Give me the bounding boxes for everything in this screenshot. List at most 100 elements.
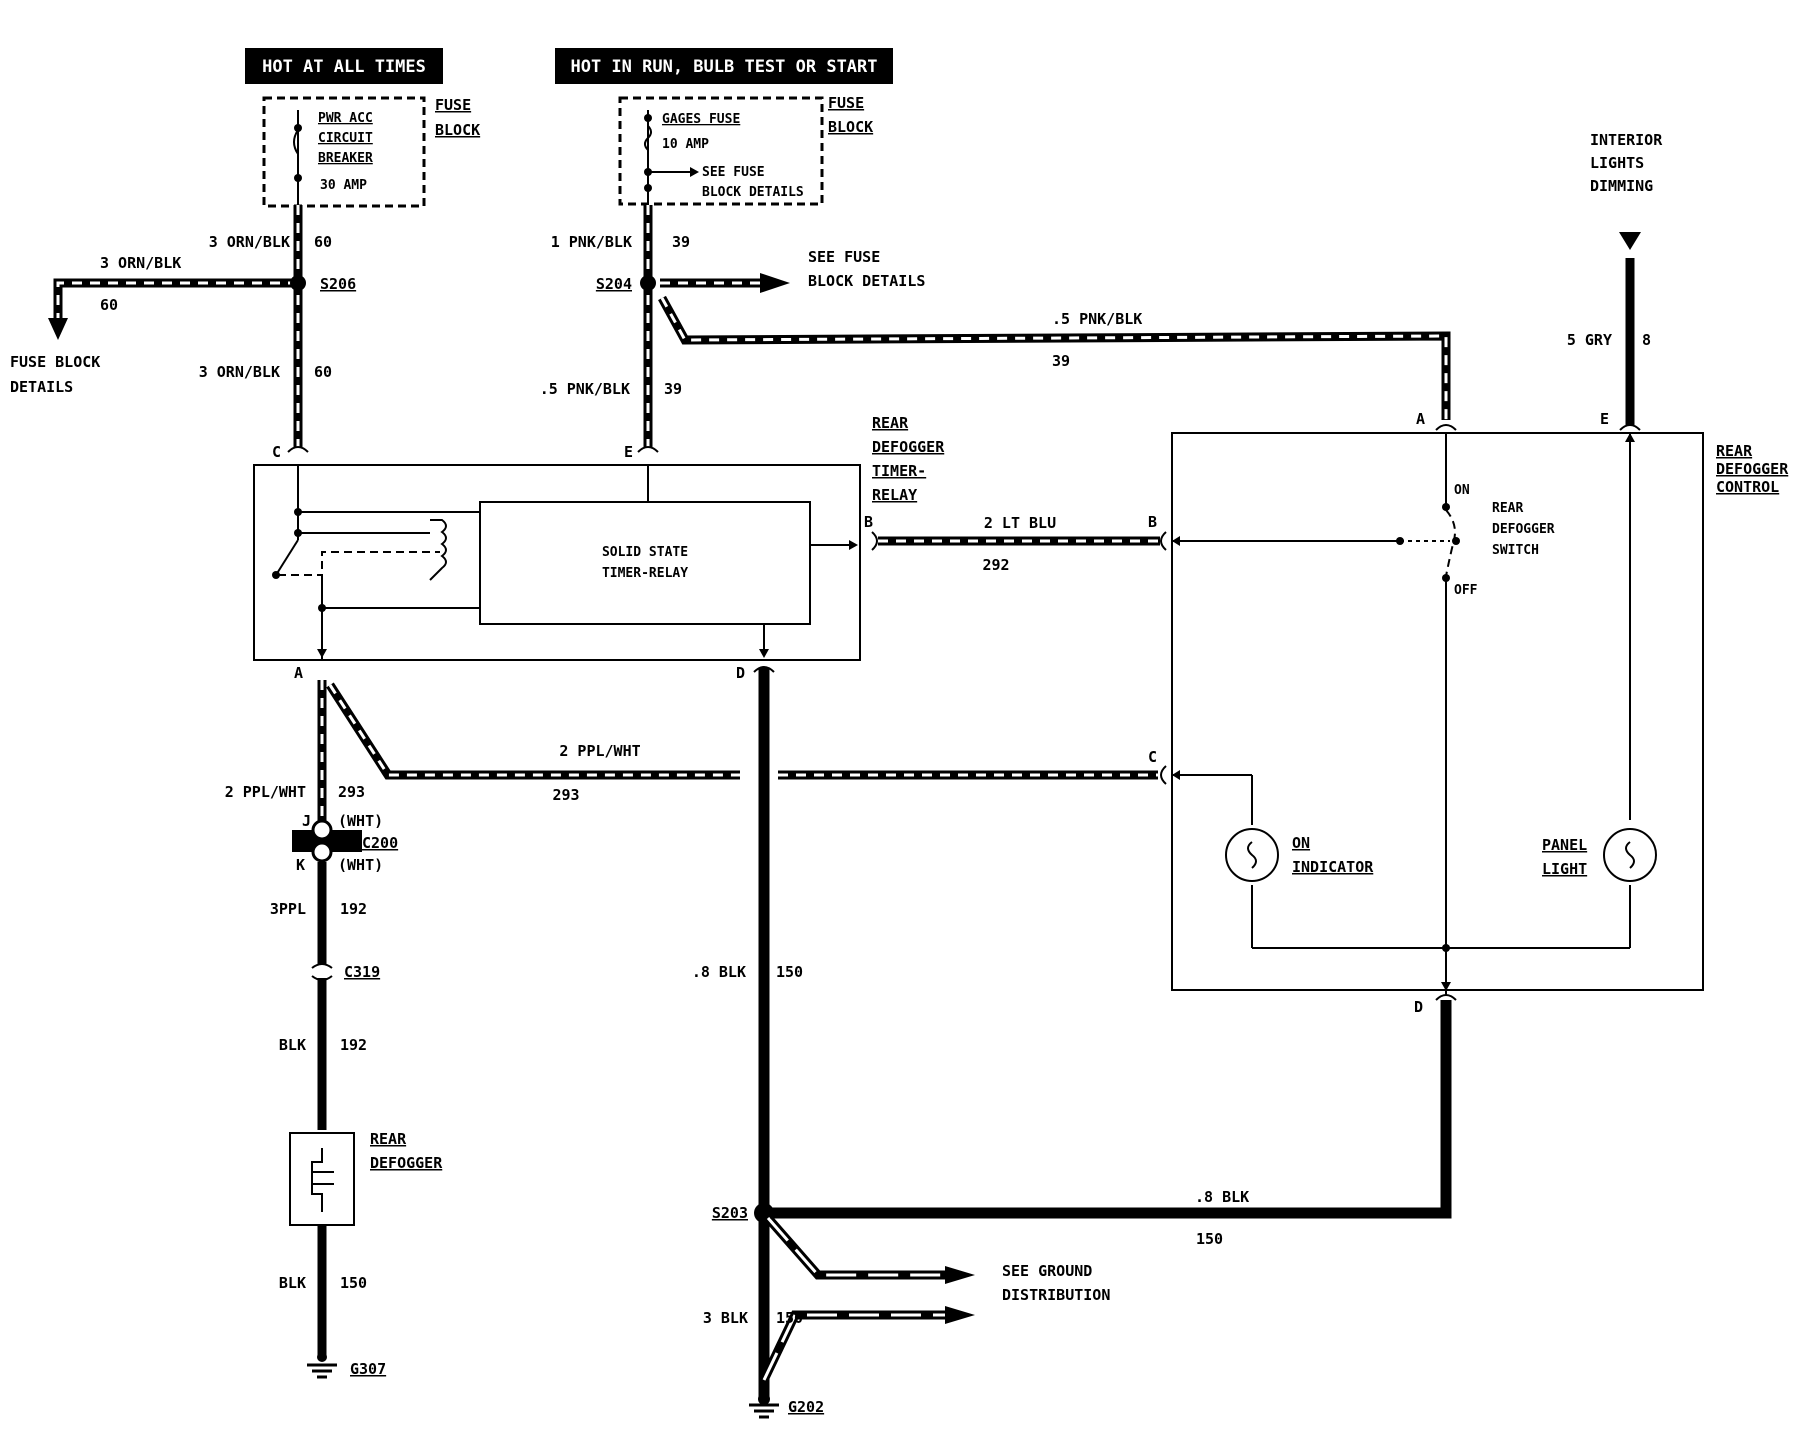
wire-60-bottom-gauge: 3 ORN/BLK [199, 363, 280, 381]
control-label-3: CONTROL [1716, 478, 1779, 496]
interior-lights-dimming: INTERIOR LIGHTS DIMMING [1590, 131, 1663, 250]
circuit-breaker-label-2: CIRCUIT [318, 131, 373, 146]
control-pin-d: D [1414, 998, 1423, 1016]
timer-relay-label-4: RELAY [872, 486, 917, 504]
wire-150-right-circuit: 150 [1196, 1230, 1223, 1248]
wire-39-bottom-circuit: 39 [664, 380, 682, 398]
fuse-block-2-title-1: FUSE [828, 94, 864, 112]
switch-on-label: ON [1454, 483, 1470, 498]
wire-150-ground-circuit: 150 [776, 1309, 803, 1327]
wire-60-bottom-circuit: 60 [314, 363, 332, 381]
interior-lights-label-3: DIMMING [1590, 177, 1653, 195]
c319-label: C319 [344, 963, 380, 981]
c200-j-color: (WHT) [338, 812, 383, 830]
control-label-2: DEFOGGER [1716, 460, 1789, 478]
fuse-block-1-title-1: FUSE [435, 96, 471, 114]
header-hot-all-times-text: HOT AT ALL TIMES [262, 57, 426, 77]
control-pin-a: A [1416, 410, 1425, 428]
wire-292 [871, 531, 1167, 551]
timer-relay-pin-c: C [272, 443, 281, 461]
c200-pin-k: K [296, 856, 305, 874]
switch-label-3: SWITCH [1492, 543, 1539, 558]
control-label-1: REAR [1716, 442, 1753, 460]
wire-292-circuit: 292 [982, 556, 1009, 574]
wire-192a-circuit: 192 [340, 900, 367, 918]
wire-8-gauge: 5 GRY [1567, 331, 1612, 349]
panel-light-label-2: LIGHT [1542, 860, 1587, 878]
wire-39-switch-circuit: 39 [1052, 352, 1070, 370]
wire-150-middle [749, 666, 975, 1419]
wire-293 [317, 680, 1167, 830]
interior-lights-label-1: INTERIOR [1590, 131, 1663, 149]
connector-c200: J (WHT) C200 K (WHT) [292, 812, 398, 874]
wire-292-gauge: 2 LT BLU [984, 514, 1056, 532]
splice-s204: S204 [596, 275, 632, 293]
see-fuse-details-2: BLOCK DETAILS [808, 272, 925, 290]
see-fuse-details-1: SEE FUSE [808, 248, 880, 266]
switch-off-label: OFF [1454, 583, 1478, 598]
timer-relay-label-3: TIMER- [872, 462, 926, 480]
wire-60-left-gauge: 3 ORN/BLK [100, 254, 181, 272]
fuse-block-1: PWR ACC CIRCUIT BREAKER 30 AMP FUSE BLOC… [262, 96, 480, 208]
wire-150-mid-circuit: 150 [776, 963, 803, 981]
rear-defogger-control: REAR DEFOGGER CONTROL REAR DEFOGGER SWIT… [1148, 410, 1789, 1016]
c200-k-color: (WHT) [338, 856, 383, 874]
switch-label-1: REAR [1492, 501, 1523, 516]
wire-192b-circuit: 192 [340, 1036, 367, 1054]
timer-relay-pin-a: A [294, 664, 303, 682]
c200-pin-j: J [302, 812, 311, 830]
fuse-note-2: BLOCK DETAILS [702, 185, 804, 200]
ground-g307: G307 [350, 1360, 386, 1378]
interior-lights-label-2: LIGHTS [1590, 154, 1644, 172]
wire-293-horiz-circuit: 293 [552, 786, 579, 804]
wire-39-top-circuit: 39 [672, 233, 690, 251]
wire-293-vert-circuit: 293 [338, 783, 365, 801]
solid-state-label-2: TIMER-RELAY [602, 566, 688, 581]
wire-39 [637, 205, 1451, 453]
fuse-block-2-title-2: BLOCK [828, 118, 873, 136]
fuse-block-details-left-1: FUSE BLOCK [10, 353, 100, 371]
wire-39-top-gauge: 1 PNK/BLK [551, 233, 632, 251]
timer-relay-label-1: REAR [872, 414, 909, 432]
wire-150-right [770, 994, 1457, 1219]
switch-label-2: DEFOGGER [1492, 522, 1555, 537]
wire-192a-gauge: 3PPL [270, 900, 306, 918]
timer-relay-pin-d: D [736, 664, 745, 682]
c200-label: C200 [362, 834, 398, 852]
header-hot-all-times: HOT AT ALL TIMES [245, 48, 443, 84]
rear-defogger-label-1: REAR [370, 1130, 407, 1148]
wire-192 [311, 862, 333, 1130]
wire-293-horiz-gauge: 2 PPL/WHT [559, 742, 640, 760]
wire-150-left-gauge: BLK [279, 1274, 306, 1292]
wire-192b-gauge: BLK [279, 1036, 306, 1054]
solid-state-label-1: SOLID STATE [602, 545, 688, 560]
wire-39-bottom-gauge: .5 PNK/BLK [540, 380, 630, 398]
wire-39-switch-gauge: .5 PNK/BLK [1052, 310, 1142, 328]
fuse-note-1: SEE FUSE [702, 165, 765, 180]
rear-defogger-element: REAR DEFOGGER [289, 1130, 443, 1226]
on-indicator-label-2: INDICATOR [1292, 858, 1374, 876]
wire-150-left-circuit: 150 [340, 1274, 367, 1292]
rear-defogger-label-2: DEFOGGER [370, 1154, 443, 1172]
splice-s203: S203 [712, 1204, 748, 1222]
control-pin-b: B [1148, 513, 1157, 531]
timer-relay: SOLID STATE TIMER-RELAY REAR DEFOGGER TI… [253, 414, 945, 682]
control-pin-c: C [1148, 748, 1157, 766]
wire-60-top-circuit: 60 [314, 233, 332, 251]
gages-fuse-rating: 10 AMP [662, 137, 709, 152]
fuse-block-2: GAGES FUSE 10 AMP SEE FUSE BLOCK DETAILS… [618, 94, 873, 206]
timer-relay-pin-b: B [864, 513, 873, 531]
gages-fuse-label: GAGES FUSE [662, 112, 740, 127]
timer-relay-label-2: DEFOGGER [872, 438, 945, 456]
control-pin-e: E [1600, 410, 1609, 428]
fuse-block-details-left-2: DETAILS [10, 378, 73, 396]
timer-relay-pin-e: E [624, 443, 633, 461]
wire-150-ground-gauge: 3 BLK [703, 1309, 748, 1327]
header-hot-in-run: HOT IN RUN, BULB TEST OR START [555, 48, 893, 84]
panel-light-label-1: PANEL [1542, 836, 1587, 854]
see-ground-distribution-2: DISTRIBUTION [1002, 1286, 1110, 1304]
wire-150-mid-gauge: .8 BLK [692, 963, 746, 981]
wire-8-circuit: 8 [1642, 331, 1651, 349]
circuit-breaker-rating: 30 AMP [320, 178, 367, 193]
